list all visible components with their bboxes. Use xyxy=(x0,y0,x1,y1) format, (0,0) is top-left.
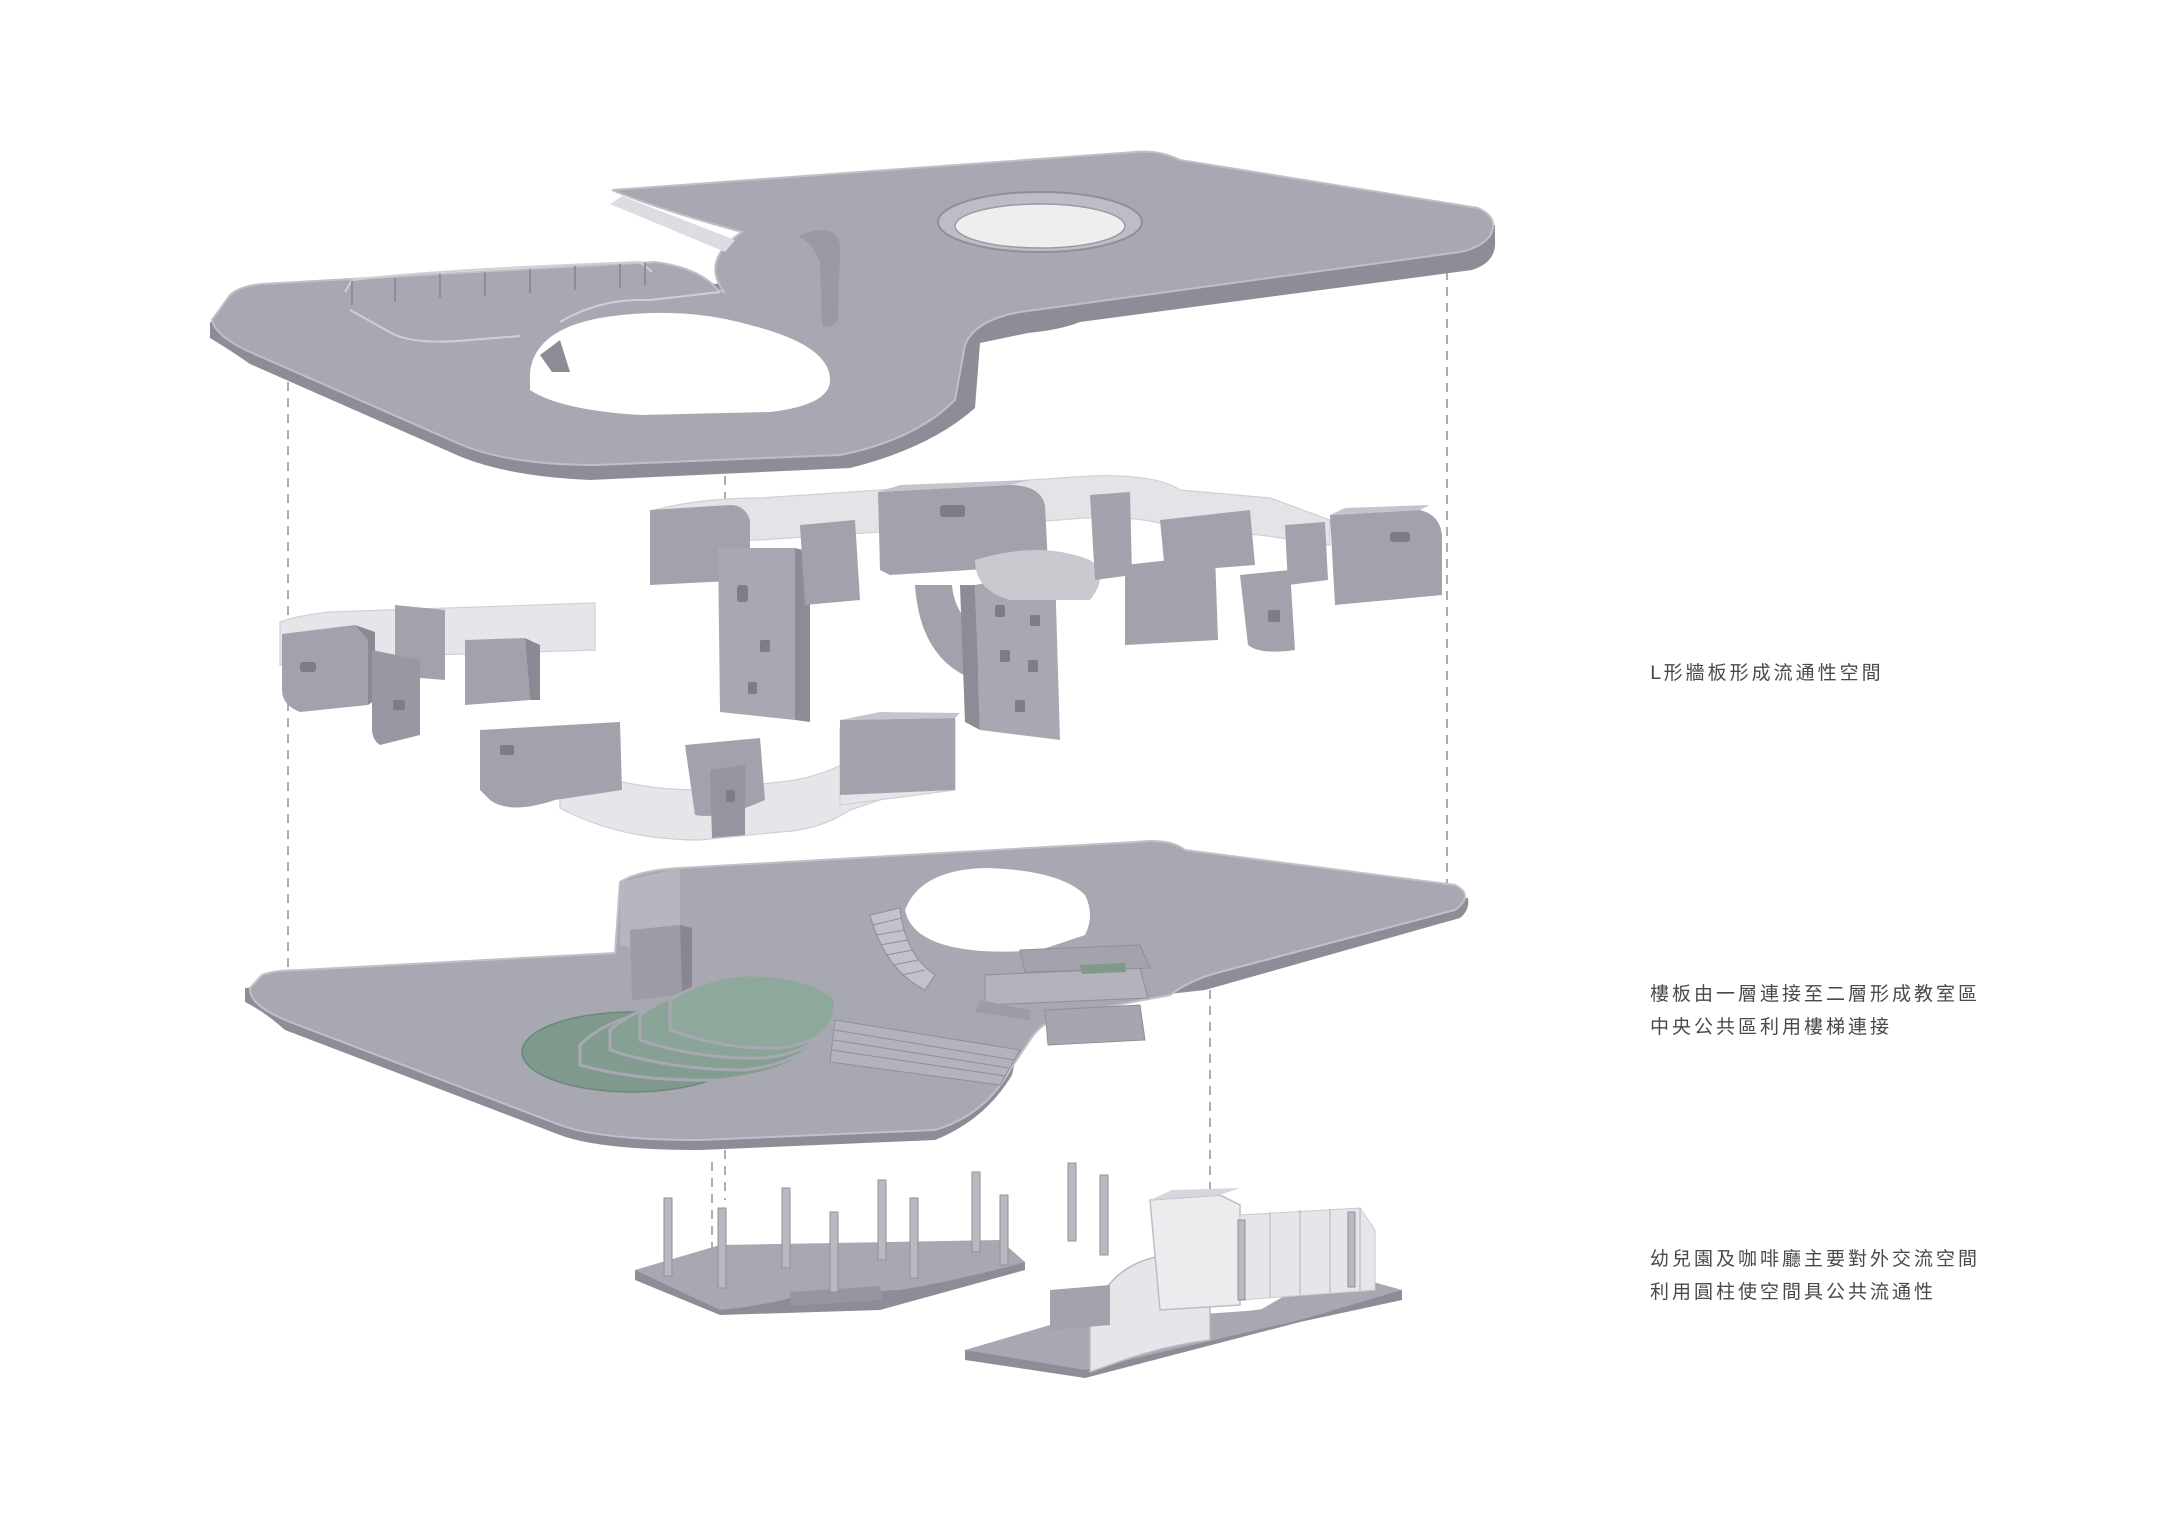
wall-window xyxy=(1268,610,1280,622)
wall-block xyxy=(1125,555,1218,645)
wall-window xyxy=(940,505,965,517)
wall-block xyxy=(1240,570,1295,652)
column xyxy=(663,1197,673,1277)
wall-layer xyxy=(279,475,1442,841)
amphitheater-step xyxy=(668,973,837,1050)
column xyxy=(829,1211,839,1293)
wall-window xyxy=(995,605,1005,617)
wall-block xyxy=(1160,510,1255,572)
wall-window xyxy=(737,585,748,602)
wall-block xyxy=(520,728,600,780)
wall-window xyxy=(393,700,405,710)
column xyxy=(781,1187,791,1269)
floor-courtyard-void xyxy=(905,868,1090,952)
wall-block xyxy=(372,650,420,745)
wall-window xyxy=(760,640,770,652)
wall-window xyxy=(726,790,735,802)
wall-window xyxy=(748,682,757,694)
seating-treads xyxy=(831,1029,1015,1077)
wall-window xyxy=(1028,660,1038,672)
wall-side xyxy=(525,638,540,700)
roof-slab-layer xyxy=(210,150,1496,480)
cafe-tower xyxy=(1149,1194,1241,1311)
ground-stair xyxy=(790,1286,882,1306)
roof-glass-edge xyxy=(610,196,735,252)
column xyxy=(971,1171,981,1253)
wall-window xyxy=(500,745,514,755)
roof-railing-posts xyxy=(351,263,646,305)
annotation-line: L形牆板形成流通性空間 xyxy=(1650,662,1884,684)
cafe-tower-top xyxy=(1150,1188,1240,1200)
wall-block xyxy=(1330,510,1442,605)
annotation-line: 幼兒園及咖啡廳主要對外交流空間 xyxy=(1650,1248,1981,1270)
wall-block xyxy=(840,718,955,795)
floor-slab-top xyxy=(248,840,1466,1142)
ground-layer xyxy=(635,1162,1402,1378)
curved-platform xyxy=(975,550,1100,600)
annotation-l-walls: L形牆板形成流通性空間 xyxy=(1650,657,1884,690)
roof-skylight xyxy=(954,203,1126,249)
cafe-wall-low xyxy=(1050,1285,1110,1330)
wall-curved-l xyxy=(282,625,368,712)
column xyxy=(1067,1162,1077,1242)
planter-box xyxy=(1080,963,1126,974)
cafe-mullions xyxy=(1269,1208,1361,1298)
annotation-ground-floor: 幼兒園及咖啡廳主要對外交流空間 利用圓柱使空間具公共流通性 xyxy=(1650,1243,1980,1309)
roof-slab-top xyxy=(210,150,1494,467)
wall-block xyxy=(800,520,860,605)
stair-treads xyxy=(872,917,926,976)
wall-top xyxy=(1330,505,1430,515)
roof-courtyard-void xyxy=(530,312,830,415)
column xyxy=(909,1197,919,1279)
column-block xyxy=(630,925,682,1000)
columns xyxy=(663,1162,1109,1293)
wall-window xyxy=(1030,615,1040,626)
floor-slab-layer xyxy=(245,840,1469,1150)
annotation-line: 中央公共區利用樓梯連接 xyxy=(1650,1016,1893,1038)
annotation-line: 樓板由一層連接至二層形成教室區 xyxy=(1650,983,1981,1005)
wall-block xyxy=(1285,522,1328,585)
wall-block xyxy=(878,485,1048,575)
wall-window xyxy=(1390,532,1410,542)
stepped-seating xyxy=(829,1019,1021,1086)
roof-railing xyxy=(344,260,721,343)
wall-window xyxy=(1000,650,1010,662)
stair-block xyxy=(1044,1004,1146,1046)
curved-staircase xyxy=(869,907,936,991)
wall-side xyxy=(960,585,980,730)
column xyxy=(999,1194,1009,1266)
annotation-line: 利用圓柱使空間具公共流通性 xyxy=(1650,1281,1937,1303)
wall-top xyxy=(878,480,1030,492)
column xyxy=(717,1207,727,1289)
roof-stair xyxy=(540,340,570,372)
wall-window xyxy=(300,662,316,672)
column xyxy=(1237,1219,1246,1301)
column xyxy=(1099,1174,1109,1256)
wall-window xyxy=(1015,700,1025,712)
courtyard-edge-wall xyxy=(975,1000,1030,1020)
column xyxy=(1347,1211,1356,1288)
wall-top xyxy=(840,712,960,720)
wall-panel-tall xyxy=(718,548,795,720)
column xyxy=(877,1179,887,1261)
stepped-seating-upper xyxy=(984,967,1149,1006)
wall-side xyxy=(355,625,375,705)
roof-void-wall xyxy=(800,230,840,328)
wall-block xyxy=(465,638,530,705)
annotation-floor-slab: 樓板由一層連接至二層形成教室區 中央公共區利用樓梯連接 xyxy=(1650,978,1980,1044)
wall-block xyxy=(1090,492,1132,580)
column-block xyxy=(680,925,692,995)
